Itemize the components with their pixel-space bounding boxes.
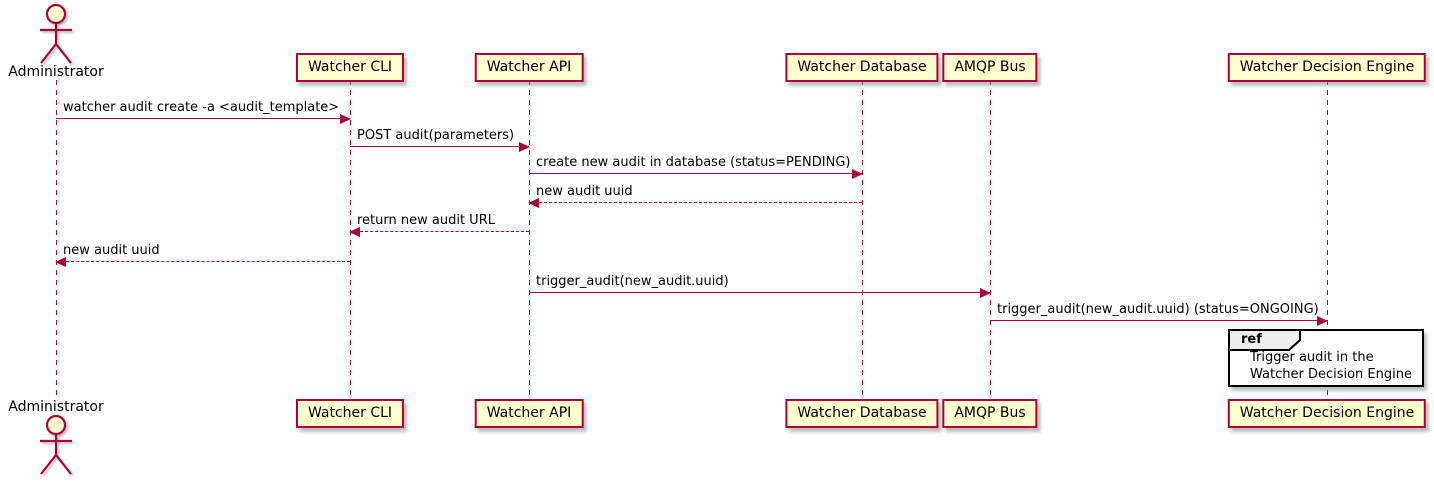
message-create-new-audit: create new audit in database (status=PEN… <box>529 154 863 179</box>
actor-label-administrator-bottom: Administrator <box>8 399 104 415</box>
message-new-audit-uuid-to-admin: new audit uuid <box>55 242 350 267</box>
message-label: watcher audit create -a <audit_template> <box>63 100 340 115</box>
message-new-audit-uuid-return: new audit uuid <box>528 183 862 208</box>
message-arrow-line <box>529 173 862 174</box>
actor-icon <box>34 414 78 480</box>
message-arrow-line <box>529 292 990 293</box>
message-label: create new audit in database (status=PEN… <box>536 155 851 170</box>
actor-icon <box>34 3 78 69</box>
lifeline-watcher-database <box>862 80 863 400</box>
message-label: new audit uuid <box>63 243 160 258</box>
message-trigger-audit: trigger_audit(new_audit.uuid) <box>529 273 991 298</box>
message-watcher-audit-create: watcher audit create -a <audit_template> <box>56 99 351 124</box>
message-arrow-line <box>350 146 529 147</box>
participant-box-watcher-database-bottom: Watcher Database <box>785 399 939 428</box>
participant-box-watcher-api-bottom: Watcher API <box>474 399 584 428</box>
message-label: trigger_audit(new_audit.uuid) (status=ON… <box>997 302 1319 317</box>
ref-content: Trigger audit in the Watcher Decision En… <box>1250 349 1412 383</box>
arrowhead-icon <box>55 257 66 267</box>
message-label: return new audit URL <box>357 213 495 228</box>
message-return-new-audit-url: return new audit URL <box>349 212 529 237</box>
message-arrow-line <box>56 118 350 119</box>
message-arrow-line <box>529 202 862 203</box>
lifeline-administrator <box>56 80 57 400</box>
arrowhead-icon <box>349 227 360 237</box>
message-post-audit: POST audit(parameters) <box>350 127 530 152</box>
ref-text-line: Watcher Decision Engine <box>1250 367 1412 382</box>
message-arrow-line <box>350 231 529 232</box>
participant-box-watcher-api-top: Watcher API <box>474 53 584 82</box>
arrowhead-icon <box>519 142 530 152</box>
message-label: trigger_audit(new_audit.uuid) <box>536 274 729 289</box>
lifeline-watcher-api <box>529 80 530 400</box>
lifeline-amqp-bus <box>990 80 991 400</box>
actor-label-administrator-top: Administrator <box>8 64 104 80</box>
lifeline-watcher-cli <box>350 80 351 400</box>
message-arrow-line <box>990 320 1327 321</box>
arrowhead-icon <box>528 198 539 208</box>
participant-box-watcher-cli-top: Watcher CLI <box>295 53 405 82</box>
ref-fragment: ref Trigger audit in the Watcher Decisio… <box>1228 329 1424 387</box>
message-trigger-audit-ongoing: trigger_audit(new_audit.uuid) (status=ON… <box>990 301 1328 326</box>
participant-box-amqp-bus-top: AMQP Bus <box>942 53 1038 82</box>
lifeline-watcher-decision-engine <box>1327 80 1328 400</box>
message-arrow-line <box>56 261 350 262</box>
arrowhead-icon <box>980 288 991 298</box>
participant-box-amqp-bus-bottom: AMQP Bus <box>942 399 1038 428</box>
participant-box-watcher-database-top: Watcher Database <box>785 53 939 82</box>
participant-box-watcher-cli-bottom: Watcher CLI <box>295 399 405 428</box>
arrowhead-icon <box>340 114 351 124</box>
arrowhead-icon <box>1317 316 1328 326</box>
ref-tab-icon <box>1228 329 1301 351</box>
message-label: new audit uuid <box>536 184 633 199</box>
ref-text-line: Trigger audit in the <box>1250 350 1374 365</box>
participant-box-watcher-decision-engine-top: Watcher Decision Engine <box>1227 53 1427 82</box>
arrowhead-icon <box>852 169 863 179</box>
message-label: POST audit(parameters) <box>357 128 515 143</box>
ref-keyword: ref <box>1241 332 1262 347</box>
participant-box-watcher-decision-engine-bottom: Watcher Decision Engine <box>1227 399 1427 428</box>
